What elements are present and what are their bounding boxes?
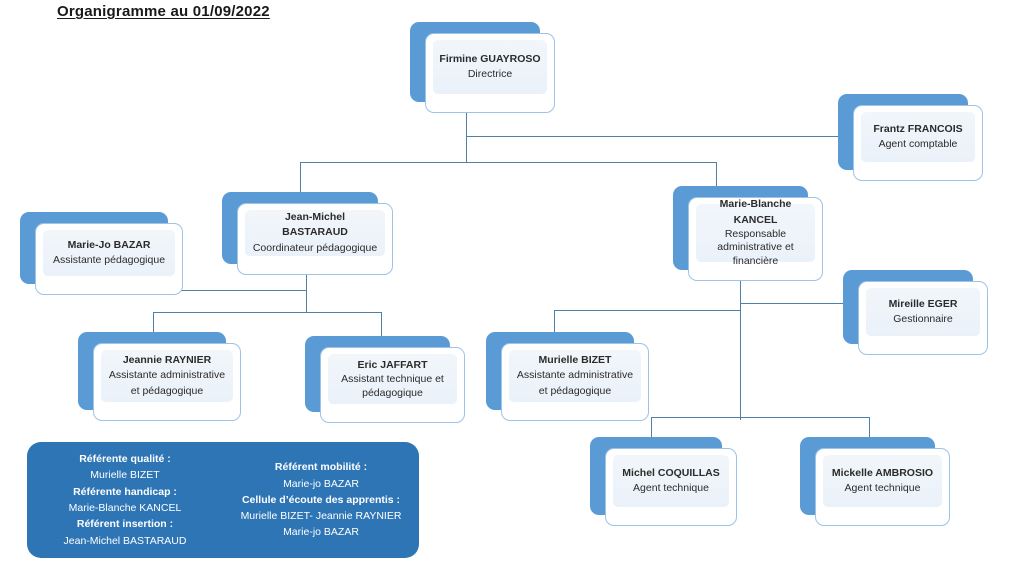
node-role-line: Agent technique (633, 482, 709, 494)
node-card: Frantz FRANCOIS Agent comptable (853, 105, 983, 181)
node-coquillas[interactable]: Michel COQUILLAS Agent technique (590, 437, 737, 526)
node-role-line: Assistante administrative (108, 369, 226, 382)
node-role-line: financière (732, 255, 779, 268)
node-role-line: Assistant technique et (341, 372, 444, 385)
node-name: Michel COQUILLAS (622, 466, 720, 479)
legend-right-column: Référent mobilité : Marie-jo BAZAR Cellu… (223, 442, 419, 558)
node-name: Murielle BIZET (538, 354, 612, 367)
node-content: Marie-Jo BAZAR Assistante pédagogique (43, 230, 175, 276)
node-name: Firmine GUAYROSO (439, 52, 541, 65)
node-accountant[interactable]: Frantz FRANCOIS Agent comptable (838, 94, 983, 181)
node-role-line: Coordinateur pédagogique (252, 241, 378, 254)
node-bazar[interactable]: Marie-Jo BAZAR Assistante pédagogique (20, 212, 183, 295)
node-role-line: Agent technique (844, 482, 921, 494)
connector-coordinator-bus (153, 312, 381, 313)
connector-adminfin-stem (740, 265, 741, 420)
node-coordinator[interactable]: Jean-Michel BASTARAUD Coordinateur pédag… (222, 192, 393, 275)
legend-panel: Référente qualité : Murielle BIZET Référ… (27, 442, 419, 558)
node-content: Eric JAFFART Assistant technique et péda… (328, 354, 457, 404)
connector-adminfin-to-bizet (554, 310, 740, 311)
legend-value: Marie-jo BAZAR (283, 526, 359, 539)
node-role-line: Directrice (467, 68, 513, 80)
node-content: Murielle BIZET Assistante administrative… (509, 350, 641, 402)
node-card: Firmine GUAYROSO Directrice (425, 33, 555, 113)
legend-label: Référent mobilité : (274, 461, 368, 474)
node-role-line: et pédagogique (538, 384, 612, 397)
node-content: Jean-Michel BASTARAUD Coordinateur pédag… (245, 210, 385, 256)
node-role-line: Assistante administrative (516, 369, 634, 382)
node-role-line: et pédagogique (130, 384, 204, 397)
node-role-line: Assistante pédagogique (52, 254, 166, 266)
node-card: Mickelle AMBROSIO Agent technique (815, 448, 950, 526)
node-role-line: administrative et (717, 241, 794, 254)
legend-value: Marie-jo BAZAR (283, 477, 359, 490)
node-role-line: Gestionnaire (893, 313, 953, 325)
connector-bizet-drop (554, 310, 555, 332)
node-admin-financial[interactable]: Marie-Blanche KANCEL Responsable adminis… (673, 186, 823, 281)
node-name: Marie-Blanche KANCEL (719, 198, 792, 226)
connector-bus-to-coquillas (651, 417, 652, 440)
node-content: Mireille EGER Gestionnaire (866, 288, 980, 336)
node-content: Marie-Blanche KANCEL Responsable adminis… (696, 198, 815, 267)
node-card: Murielle BIZET Assistante administrative… (501, 343, 649, 421)
node-content: Frantz FRANCOIS Agent comptable (861, 112, 975, 162)
legend-left-column: Référente qualité : Murielle BIZET Référ… (27, 442, 223, 558)
node-role-line: Agent comptable (878, 138, 958, 150)
node-name: Jean-Michel BASTARAUD (282, 211, 348, 239)
node-card: Marie-Blanche KANCEL Responsable adminis… (688, 197, 823, 281)
node-name: Mireille EGER (888, 297, 958, 310)
node-jaffart[interactable]: Eric JAFFART Assistant technique et péda… (305, 336, 465, 423)
connector-bus-to-raynier (153, 312, 154, 336)
node-content: Firmine GUAYROSO Directrice (433, 40, 547, 94)
node-content: Mickelle AMBROSIO Agent technique (823, 455, 942, 507)
connector-director-stem (466, 113, 467, 163)
legend-value: Marie-Blanche KANCEL (68, 502, 182, 514)
legend-value: Jean-Michel BASTARAUD (63, 534, 187, 547)
node-role-line: pédagogique (362, 386, 423, 399)
connector-bus-to-admin-fin (716, 162, 717, 187)
connector-coordinator-stem (306, 258, 307, 313)
node-card: Mireille EGER Gestionnaire (858, 281, 988, 355)
node-director[interactable]: Firmine GUAYROSO Directrice (410, 22, 555, 113)
node-content: Michel COQUILLAS Agent technique (613, 455, 729, 507)
connector-adminfin-to-manager (740, 303, 850, 304)
node-ambrosio[interactable]: Mickelle AMBROSIO Agent technique (800, 437, 950, 526)
legend-value: Murielle BIZET (90, 469, 160, 482)
legend-value: Murielle BIZET- Jeannie RAYNIER (240, 510, 402, 523)
page-title: Organigramme au 01/09/2022 (57, 3, 270, 20)
connector-technique-bus (651, 417, 869, 418)
node-content: Jeannie RAYNIER Assistante administrativ… (101, 350, 233, 402)
legend-label: Référente qualité : (79, 453, 171, 466)
node-name: Frantz FRANCOIS (873, 122, 963, 135)
connector-bus-to-ambrosio (869, 417, 870, 440)
legend-label: Référent insertion : (76, 518, 174, 531)
node-name: Mickelle AMBROSIO (831, 466, 934, 479)
node-manager[interactable]: Mireille EGER Gestionnaire (843, 270, 988, 355)
node-card: Jeannie RAYNIER Assistante administrativ… (93, 343, 241, 421)
node-name: Eric JAFFART (357, 358, 428, 371)
node-role-line: Responsable (724, 227, 787, 240)
node-card: Eric JAFFART Assistant technique et péda… (320, 347, 465, 423)
connector-bus-to-jaffart (381, 312, 382, 338)
node-card: Michel COQUILLAS Agent technique (605, 448, 737, 526)
connector-coordinator-to-bazar (175, 290, 306, 291)
connector-director-to-accountant (466, 136, 866, 137)
legend-label: Référente handicap : (73, 485, 177, 498)
connector-bus-to-coordinator (300, 162, 301, 192)
connector-main-bus (300, 162, 716, 163)
node-card: Jean-Michel BASTARAUD Coordinateur pédag… (237, 203, 393, 275)
node-name: Jeannie RAYNIER (122, 354, 212, 367)
node-name: Marie-Jo BAZAR (67, 238, 151, 251)
node-bizet[interactable]: Murielle BIZET Assistante administrative… (486, 332, 649, 421)
legend-label: Cellule d’écoute des apprentis : (241, 493, 401, 506)
node-card: Marie-Jo BAZAR Assistante pédagogique (35, 223, 183, 295)
node-raynier[interactable]: Jeannie RAYNIER Assistante administrativ… (78, 332, 241, 421)
